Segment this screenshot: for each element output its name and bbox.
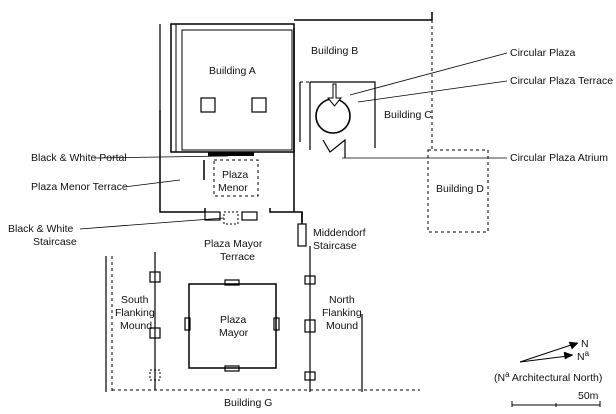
black-white-portal: [208, 152, 254, 156]
leader-lines-right: [342, 52, 508, 159]
circular-plaza-terrace: [309, 81, 376, 150]
south-mound-label-3: Mound: [120, 320, 152, 332]
black-white-staircase-label-1: Black & White: [8, 223, 74, 235]
building-a-label: Building A: [209, 65, 256, 77]
south-mound-label-2: Flanking: [115, 307, 155, 319]
building-g-label: Building G: [224, 397, 272, 409]
plaza-mayor-label-2: Mayor: [219, 327, 249, 339]
plaza-mayor-terrace-label-1: Plaza Mayor: [204, 238, 263, 250]
circular-plaza-arrow: [326, 83, 343, 107]
north-label: N: [581, 338, 589, 350]
north-flanking-mound: [304, 246, 363, 392]
middendorf-staircase-label-1: Middendorf: [313, 227, 366, 239]
architectural-north-note: (Na Architectural North): [494, 370, 602, 384]
north-mound-label-2: Flanking: [322, 307, 362, 319]
plaza-mayor: [184, 279, 280, 372]
building-d-label: Building D: [436, 183, 484, 195]
north-mound-label-1: North: [329, 294, 355, 306]
circular-plaza-label: Circular Plaza: [510, 47, 576, 59]
black-white-portal-label: Black & White Portal: [31, 152, 127, 164]
architectural-north-label: Na: [577, 349, 590, 363]
plaza-menor-terrace-label: Plaza Menor Terrace: [31, 181, 128, 193]
plaza-mayor-terrace-label-2: Terrace: [220, 251, 255, 263]
plaza-menor-label-1: Plaza: [222, 169, 248, 181]
middendorf-staircase-label-2: Staircase: [313, 240, 357, 252]
scale-bar: [511, 401, 601, 407]
circular-plaza-terrace-label: Circular Plaza Terrace: [510, 75, 613, 87]
outer-enclosure-north: [293, 12, 433, 150]
north-arrow: [519, 341, 579, 363]
scale-bar-label: 50m: [578, 390, 599, 402]
south-flanking-mound: [105, 252, 161, 392]
building-b-label: Building B: [311, 45, 358, 57]
plaza-mayor-label-1: Plaza: [220, 314, 246, 326]
plaza-menor: [213, 159, 259, 197]
north-mound-label-3: Mound: [326, 320, 358, 332]
circular-plaza-atrium-label: Circular Plaza Atrium: [510, 152, 608, 164]
circular-plaza-atrium: [322, 138, 346, 158]
black-white-staircase-label-2: Staircase: [33, 236, 77, 248]
building-c-label: Building C: [384, 109, 432, 121]
south-mound-label-1: South: [121, 294, 149, 306]
plaza-menor-label-2: Menor: [218, 182, 248, 194]
building-d: [427, 149, 489, 233]
